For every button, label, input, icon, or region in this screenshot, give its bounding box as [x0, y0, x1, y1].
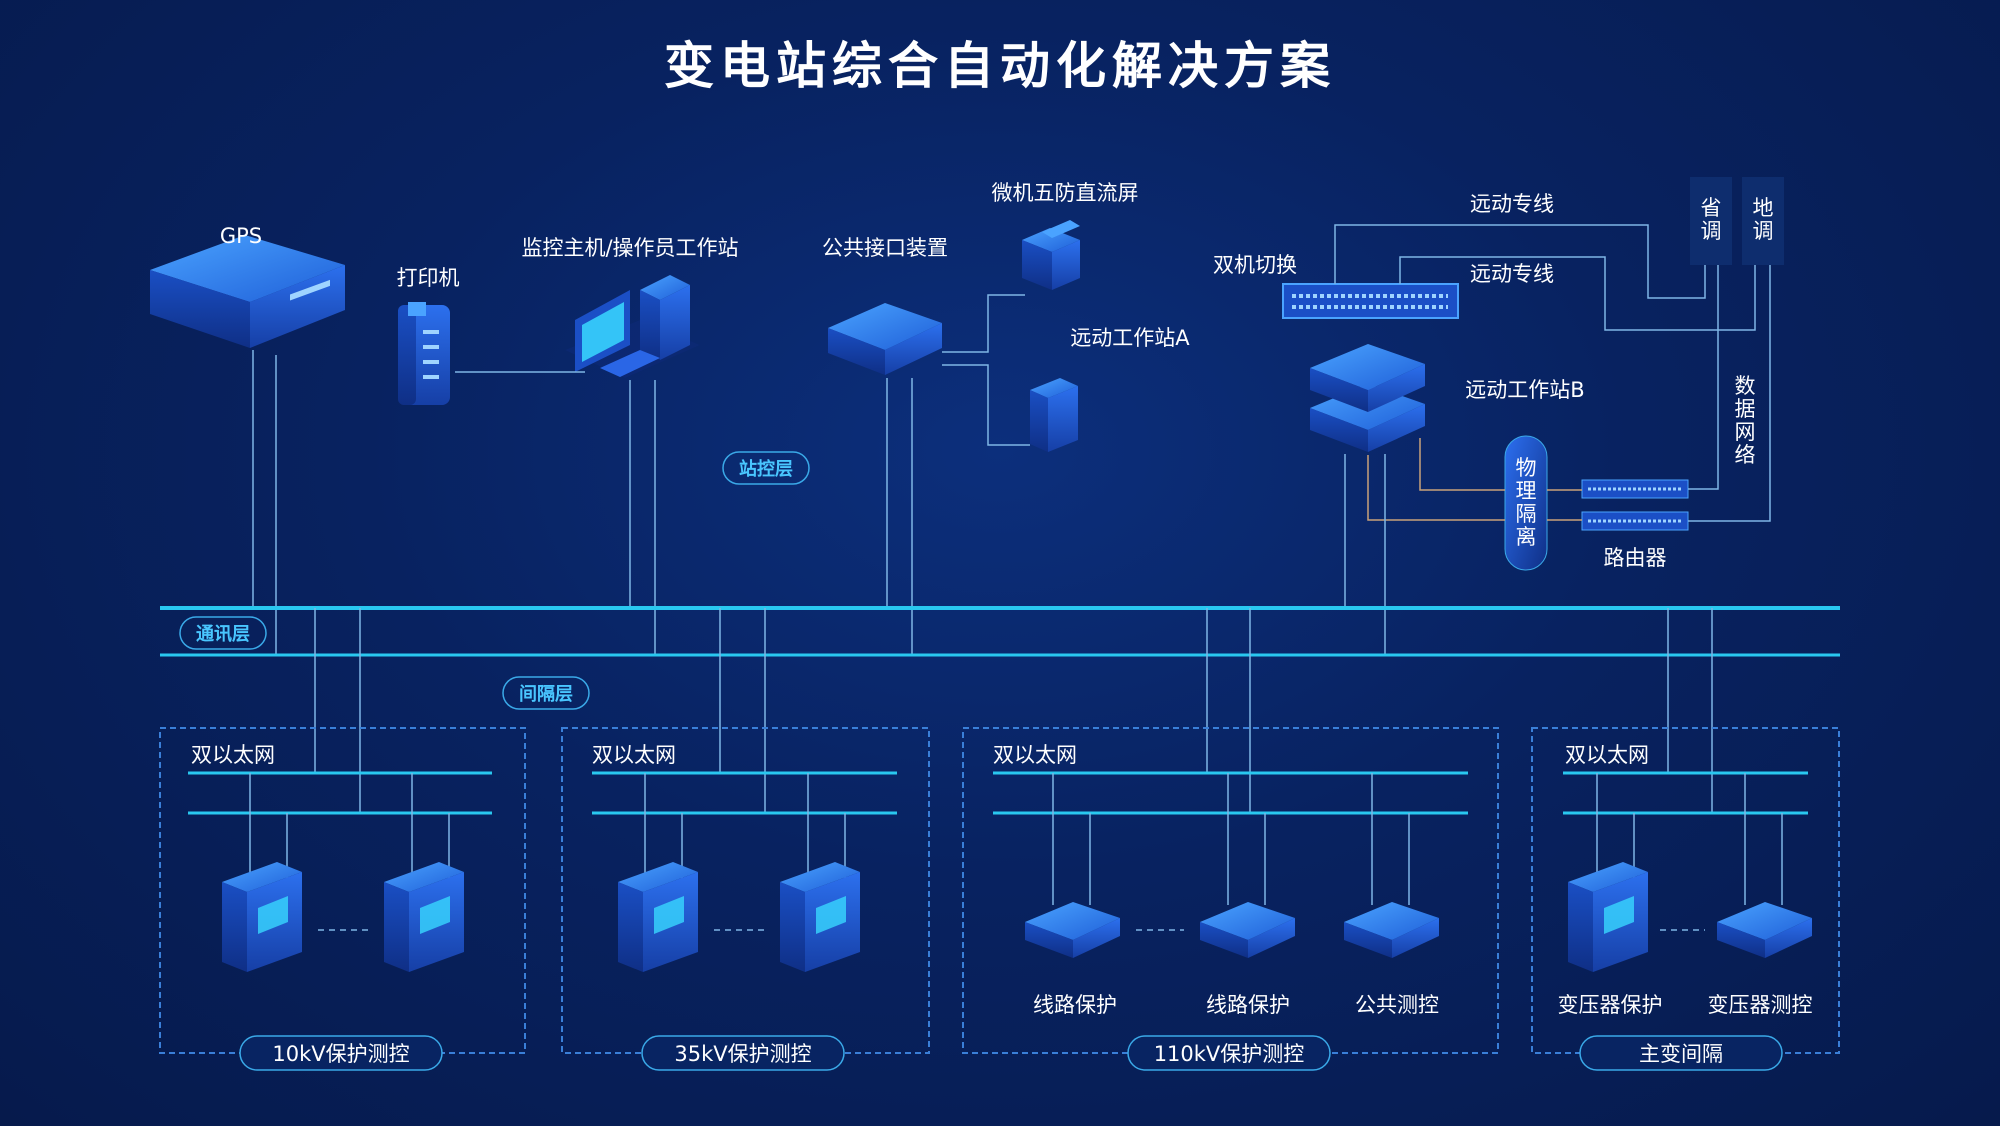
comm-layer-tag-border [179, 616, 267, 650]
remote-line-1-label: 远动专线 [1470, 192, 1554, 216]
flat-device [1025, 902, 1120, 958]
bay-3-device-3-label: 公共测控 [1355, 993, 1439, 1017]
provincial-dispatch-box [1690, 177, 1732, 265]
bay-bottom-pills [239, 1035, 1783, 1071]
public-interface-device [825, 303, 945, 375]
cabinet-device [618, 862, 698, 972]
bay-buses [188, 771, 1808, 815]
bay-3-device-1-label: 线路保护 [1033, 993, 1117, 1017]
physical-isolation-pill [1504, 435, 1548, 571]
remote-line-2-label: 远动专线 [1470, 262, 1554, 286]
physical-isolation-char-4: 离 [1516, 525, 1537, 549]
flat-device [1200, 902, 1295, 958]
bay-4-device-2-label: 变压器测控 [1708, 993, 1813, 1017]
printer-device [398, 302, 450, 405]
remote-ws-a-device [1030, 378, 1078, 452]
printer-label: 打印机 [397, 266, 460, 290]
remote-ws-b-label: 远动工作站B [1465, 378, 1584, 402]
bay-3-device-2-label: 线路保护 [1206, 993, 1290, 1017]
remote-ws-a-label: 远动工作站A [1070, 326, 1190, 350]
gps-label: GPS [220, 224, 262, 248]
isolation-connections [1367, 438, 1582, 521]
local-dispatch-box [1742, 177, 1784, 265]
bay-4-device-1-label: 变压器保护 [1558, 993, 1663, 1017]
cabinet-device [780, 862, 860, 972]
comm-layer-tag: 通讯层 [196, 624, 250, 645]
flat-device [1717, 902, 1812, 958]
bay-1-bottom-label: 10kV保护测控 [272, 1042, 409, 1066]
cabinet-device [1568, 862, 1648, 972]
cabinet-device [384, 862, 464, 972]
provincial-dispatch-char-1: 省 [1701, 196, 1722, 220]
bus-to-bay-lines [314, 608, 1713, 813]
data-network-char-3: 网 [1735, 420, 1756, 444]
cabinet-device [222, 862, 302, 972]
provincial-dispatch-char-2: 调 [1701, 219, 1722, 243]
dual-switch-device [1282, 283, 1459, 319]
local-dispatch-char-2: 调 [1753, 219, 1774, 243]
public-interface-label: 公共接口装置 [822, 236, 948, 260]
cabinet-devices [222, 862, 1648, 972]
data-network-char-1: 数 [1735, 374, 1756, 398]
station-layer-tag-border [722, 451, 810, 485]
gps-device [150, 235, 345, 348]
bay-4-bottom-label: 主变间隔 [1639, 1042, 1723, 1066]
remote-ws-b-device [1310, 344, 1425, 452]
monitor-host-device [565, 275, 700, 378]
physical-isolation-char-2: 理 [1516, 479, 1537, 503]
router-device [1581, 479, 1689, 531]
data-network-char-4: 络 [1735, 443, 1756, 467]
station-to-bus-lines [252, 350, 1386, 655]
bay-2-bottom-label: 35kV保护测控 [674, 1042, 811, 1066]
monitor-host-label: 监控主机/操作员工作站 [521, 236, 738, 260]
page-title: 变电站综合自动化解决方案 [664, 37, 1336, 95]
bay-layer-tag-border [502, 676, 590, 710]
bay-layer-tag: 间隔层 [519, 684, 573, 705]
dc-screen-device [1022, 220, 1080, 290]
station-connections [455, 224, 1771, 522]
router-label: 路由器 [1604, 546, 1667, 570]
bay-3-bottom-label: 110kV保护测控 [1154, 1042, 1305, 1066]
flat-device [1344, 902, 1439, 958]
bay-1-net-label: 双以太网 [191, 743, 275, 767]
bay-3-net-label: 双以太网 [993, 743, 1077, 767]
station-layer-tag: 站控层 [739, 458, 793, 480]
physical-isolation-char-1: 物 [1516, 456, 1537, 480]
local-dispatch-char-1: 地 [1753, 196, 1774, 220]
dual-switch-label: 双机切换 [1213, 253, 1297, 277]
bay-device-drops [249, 773, 1783, 905]
data-network-char-2: 据 [1735, 397, 1756, 421]
bay-4-net-label: 双以太网 [1565, 743, 1649, 767]
physical-isolation-char-3: 隔 [1516, 502, 1537, 526]
bay-2-net-label: 双以太网 [592, 743, 676, 767]
dc-screen-label: 微机五防直流屏 [992, 181, 1139, 205]
flat-devices [1025, 902, 1812, 958]
